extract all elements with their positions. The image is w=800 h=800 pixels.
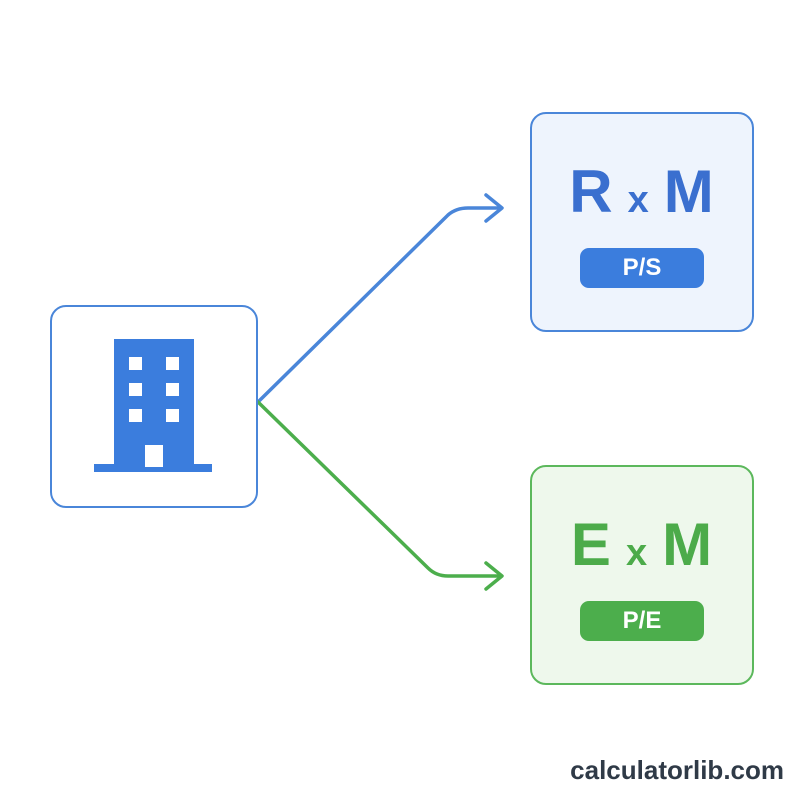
formula-operator: x xyxy=(625,532,649,574)
formula-left: R xyxy=(569,158,614,225)
ps-badge: P/S xyxy=(580,248,704,288)
company-node xyxy=(50,305,258,508)
formula-operator: x xyxy=(627,179,650,221)
connector-to-revenue xyxy=(256,206,502,404)
arrowhead-earnings xyxy=(484,561,504,591)
formula-left: E xyxy=(570,511,612,578)
building-icon xyxy=(94,338,212,472)
connector-to-earnings xyxy=(256,400,502,578)
site-watermark: calculatorlib.com xyxy=(570,755,784,785)
pe-badge: P/E xyxy=(580,601,704,641)
formula-right: M xyxy=(662,511,714,578)
formula-right: M xyxy=(663,158,715,225)
arrowhead-revenue xyxy=(484,193,504,223)
